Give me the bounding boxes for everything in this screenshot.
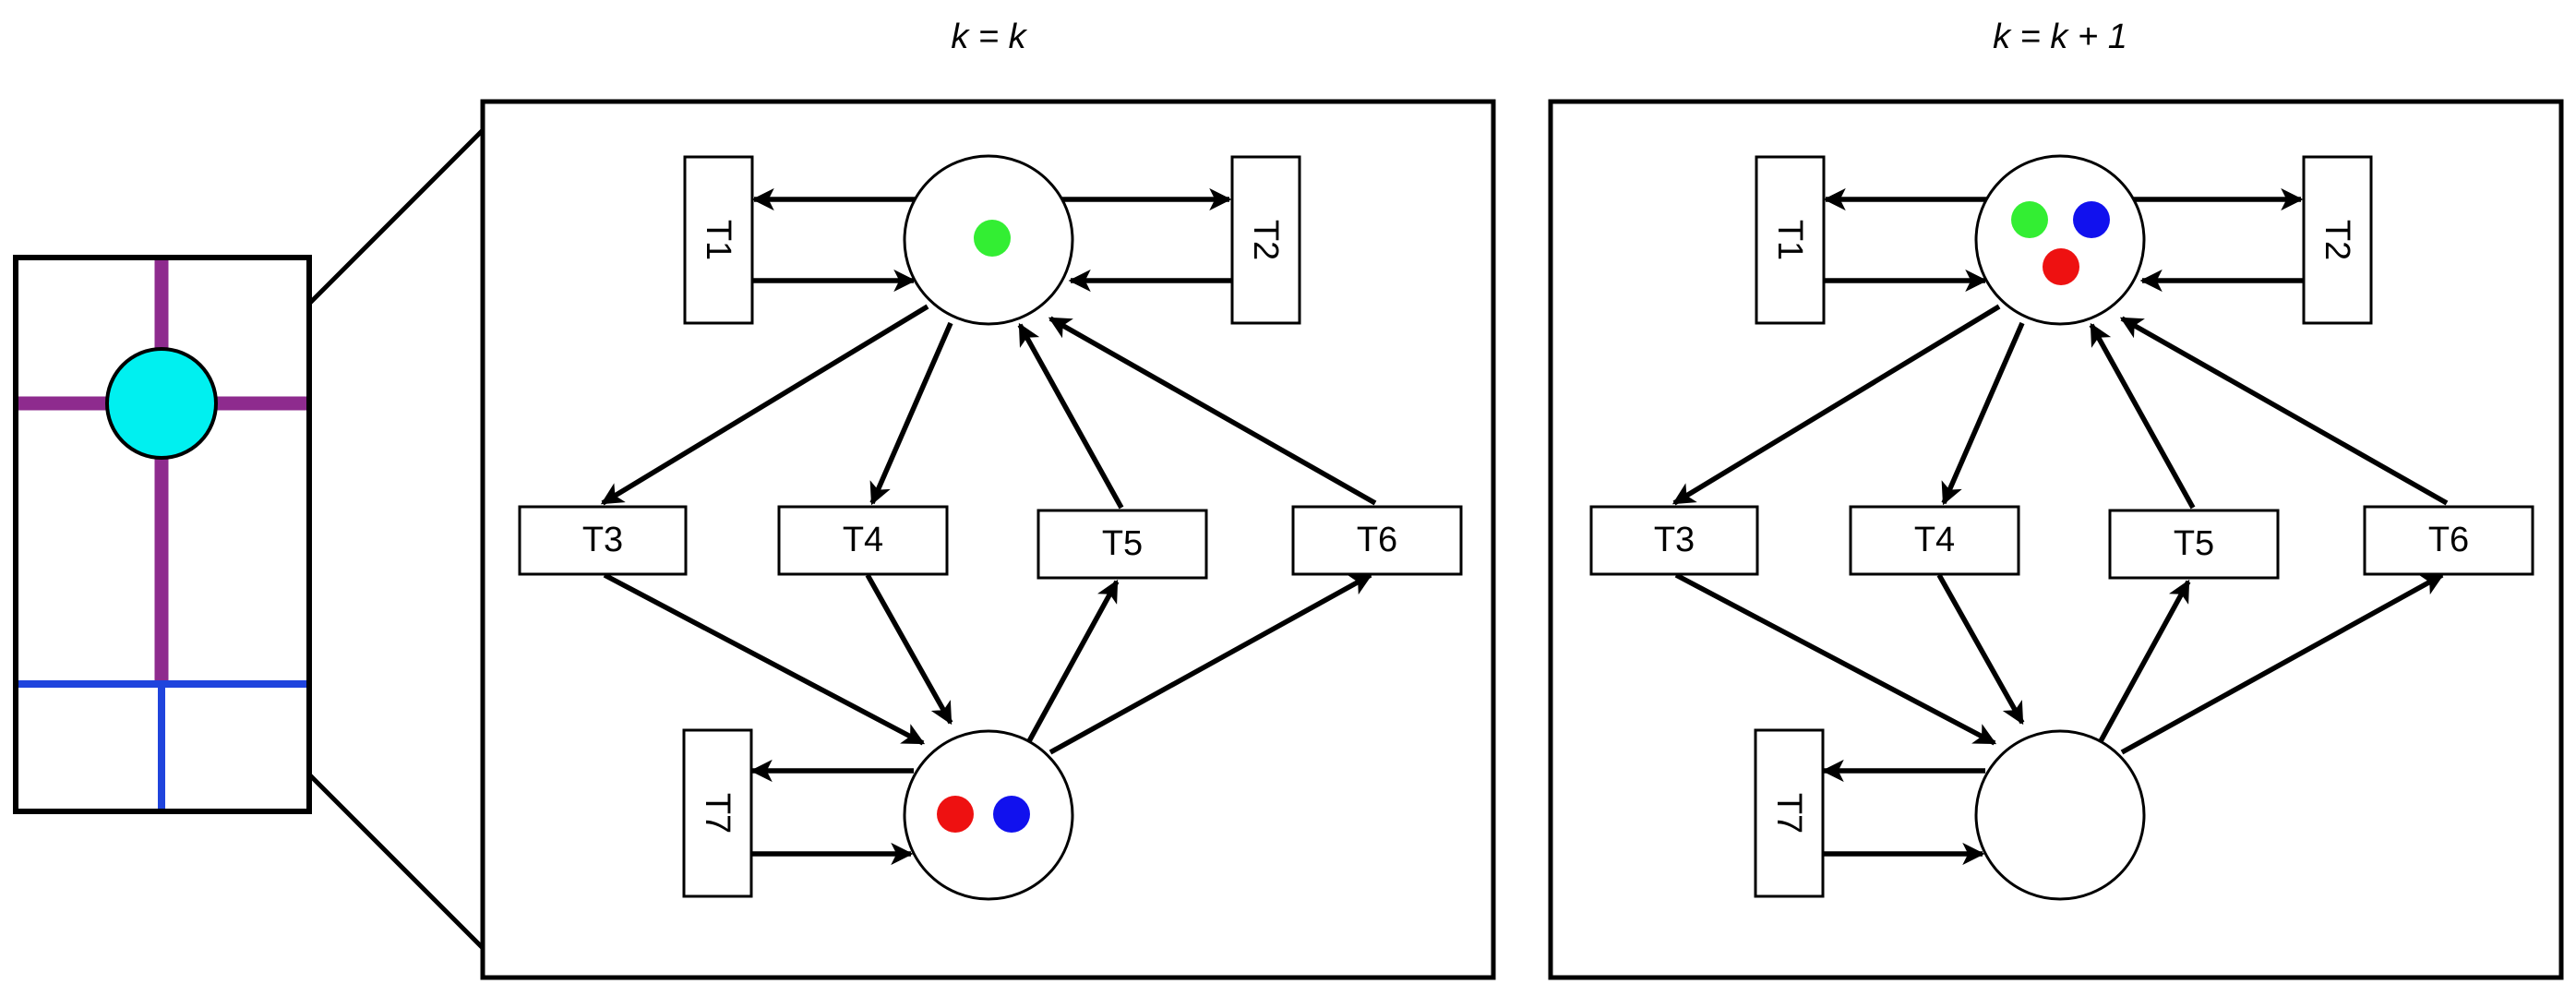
arc-p1-to-t3 bbox=[1671, 304, 2001, 506]
arc-p1-to-t4 bbox=[869, 321, 953, 506]
arc-p1-to-t3 bbox=[600, 304, 929, 506]
panel-title: k = k + 1 bbox=[1993, 18, 2127, 56]
arc-t3-to-p2 bbox=[1674, 572, 1997, 746]
arc-t6-to-p1 bbox=[1048, 316, 1377, 506]
transition-label: T7 bbox=[1769, 793, 1808, 834]
transition-t1 bbox=[683, 155, 754, 325]
arc-p2-to-t5 bbox=[2098, 579, 2191, 743]
arc-t5-to-p1 bbox=[2089, 322, 2196, 510]
arc-t6-to-p1 bbox=[2119, 316, 2449, 506]
transition-label: T2 bbox=[2318, 220, 2356, 260]
token-green bbox=[974, 220, 1011, 257]
token-blue bbox=[2073, 201, 2110, 238]
token-green bbox=[2011, 201, 2048, 238]
transition-label: T4 bbox=[843, 521, 883, 559]
map-border bbox=[13, 255, 312, 814]
arc-p1-to-t4 bbox=[1941, 321, 2025, 506]
transition-t6 bbox=[2363, 505, 2534, 576]
zoom-line-top bbox=[307, 128, 485, 306]
transition-t2 bbox=[2302, 155, 2373, 325]
panel-title: k = k bbox=[951, 18, 1027, 56]
arc-t3-to-p2 bbox=[603, 572, 926, 746]
junction-circle bbox=[105, 347, 218, 460]
arc-t4-to-p2 bbox=[865, 573, 953, 726]
transition-t5 bbox=[1036, 509, 1208, 580]
transition-label: T5 bbox=[2174, 524, 2214, 563]
transition-t3 bbox=[518, 505, 688, 576]
transition-t4 bbox=[777, 505, 949, 576]
transition-t4 bbox=[1849, 505, 2020, 576]
transition-t5 bbox=[2108, 509, 2280, 580]
transition-label: T1 bbox=[1770, 220, 1809, 260]
transition-t6 bbox=[1291, 505, 1463, 576]
panel-k: k = k T1 T2 T3 T4 T5 T bbox=[480, 18, 1496, 980]
arc-p2-to-t5 bbox=[1026, 579, 1120, 743]
token-red bbox=[2043, 248, 2079, 285]
transition-label: T6 bbox=[1357, 521, 1397, 559]
transition-label: T6 bbox=[2428, 521, 2469, 559]
arc-p2-to-t6 bbox=[2120, 572, 2445, 755]
transition-t7 bbox=[682, 728, 753, 898]
transition-label: T3 bbox=[1654, 521, 1695, 559]
panel-k-plus-1: k = k + 1 T1 T2 T3 T4 T5 bbox=[1548, 18, 2564, 980]
transition-t2 bbox=[1230, 155, 1301, 325]
place-lower bbox=[1974, 729, 2146, 901]
intersection-map bbox=[13, 255, 312, 814]
transition-label: T1 bbox=[699, 220, 737, 260]
arc-t4-to-p2 bbox=[1936, 573, 2025, 726]
arc-p2-to-t6 bbox=[1048, 572, 1373, 755]
transition-label: T3 bbox=[582, 521, 623, 559]
place-lower bbox=[903, 729, 1074, 901]
transition-t3 bbox=[1589, 505, 1759, 576]
transition-label: T7 bbox=[698, 793, 737, 834]
token-blue bbox=[993, 796, 1030, 833]
transition-label: T2 bbox=[1246, 220, 1285, 260]
zoom-line-bottom bbox=[307, 773, 485, 950]
transition-t7 bbox=[1754, 728, 1825, 898]
place-upper bbox=[1974, 154, 2146, 326]
transition-label: T5 bbox=[1102, 524, 1143, 563]
arc-t5-to-p1 bbox=[1017, 322, 1124, 510]
transition-label: T4 bbox=[1914, 521, 1955, 559]
transition-t1 bbox=[1755, 155, 1826, 325]
token-red bbox=[937, 796, 974, 833]
